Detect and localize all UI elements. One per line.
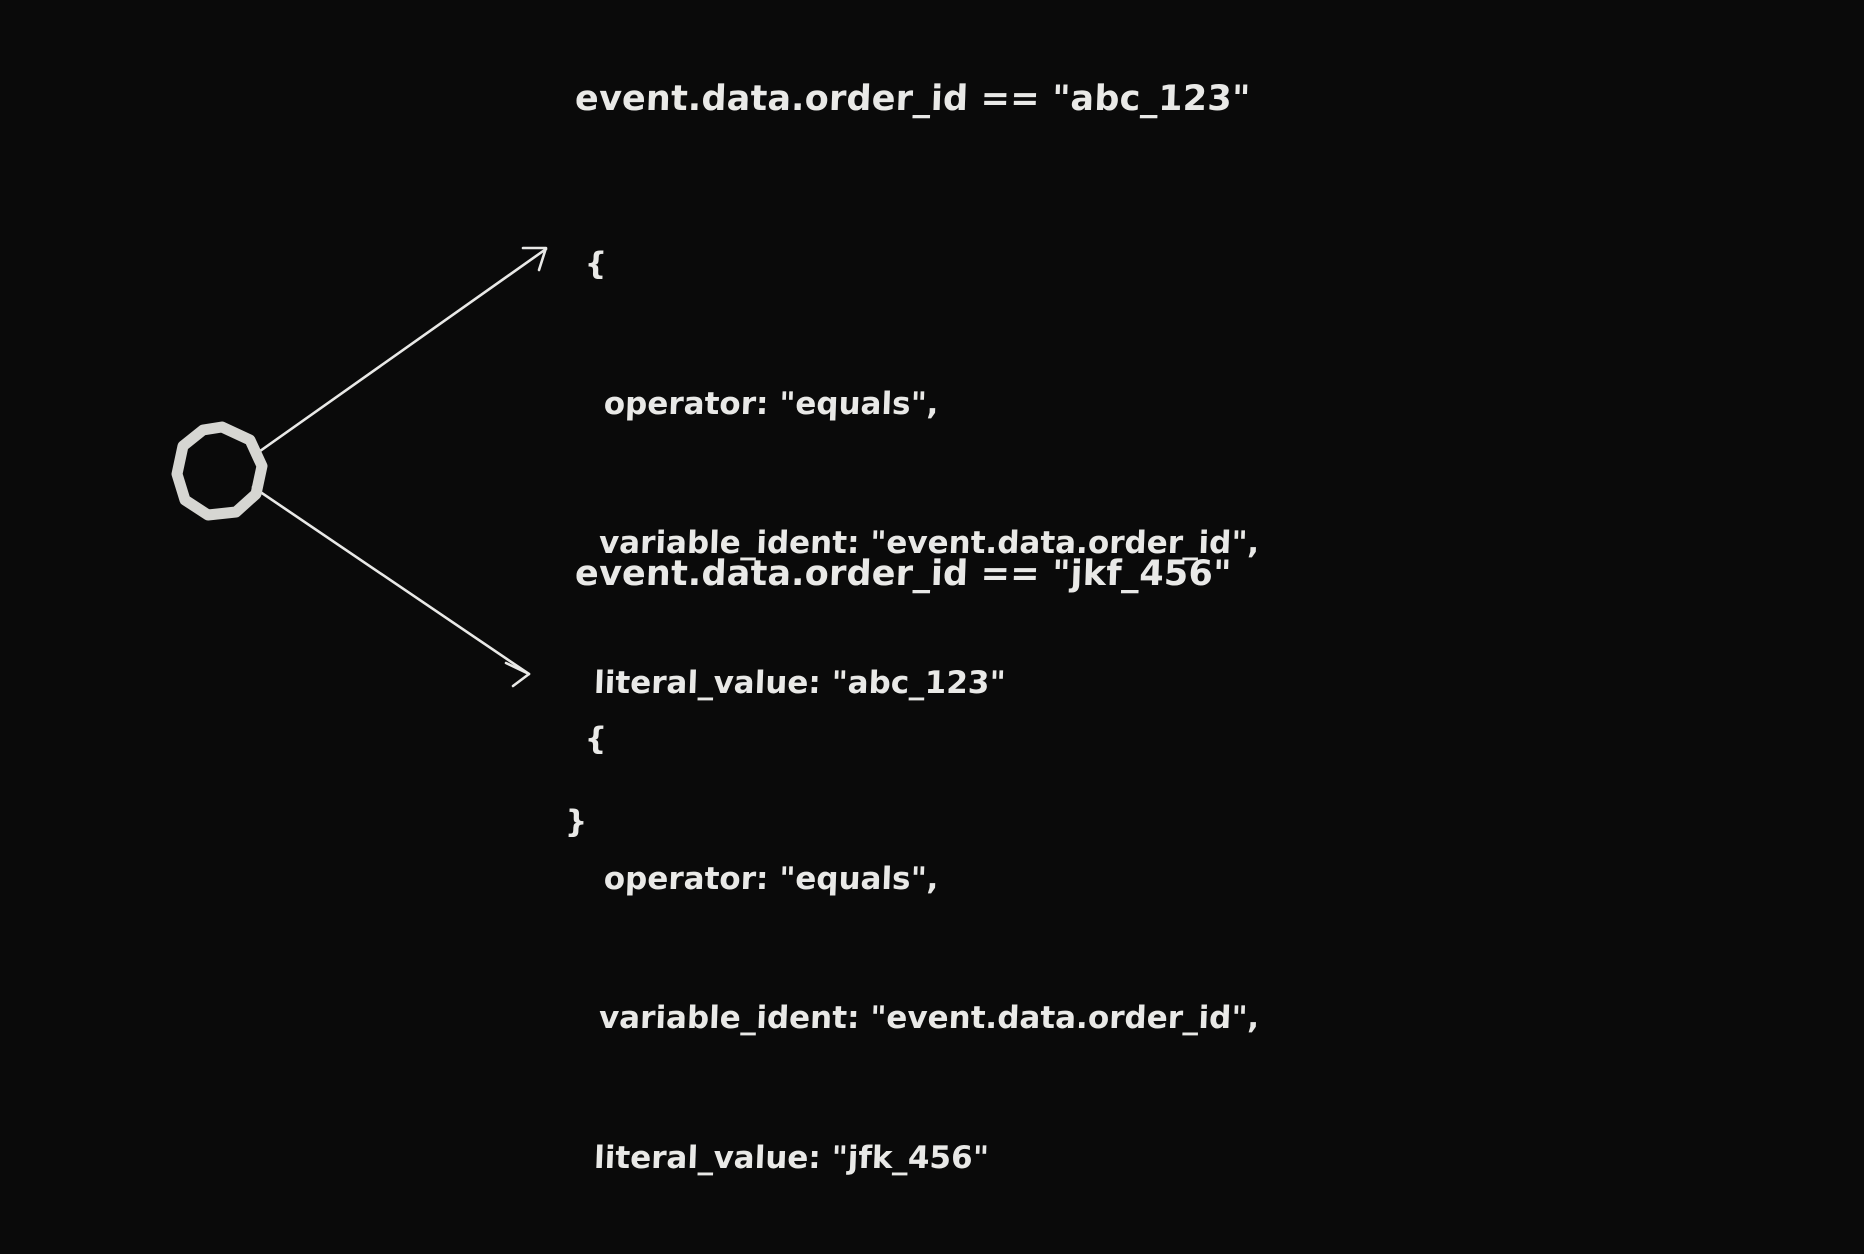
code-line-operator: operator: "equals", <box>603 385 940 422</box>
code-line-variable-ident: variable_ident: "event.data.order_id", <box>598 999 1260 1036</box>
code-line-open: { <box>584 245 608 282</box>
node-outline <box>171 421 268 521</box>
arrowhead-2-icon <box>504 661 531 688</box>
branch-2-code-block: { operator: "equals", variable_ident: "e… <box>561 623 1273 1254</box>
edge-to-branch-2[interactable] <box>251 485 531 688</box>
code-line-operator: operator: "equals", <box>603 860 940 897</box>
code-line-literal-value: literal_value: "jfk_456" <box>593 1139 990 1176</box>
edge-line-1 <box>251 247 548 458</box>
condition-root-node[interactable] <box>171 421 268 521</box>
branch-2-heading: event.data.order_id == "jkf_456" <box>574 554 1233 594</box>
arrowhead-1-icon <box>521 246 548 272</box>
edge-to-branch-1[interactable] <box>251 246 548 458</box>
branch-1-heading: event.data.order_id == "abc_123" <box>574 79 1252 119</box>
branch-2-group[interactable]: event.data.order_id == "jkf_456" { opera… <box>574 553 1260 1254</box>
code-line-open: { <box>584 720 608 757</box>
edge-line-2 <box>251 485 531 676</box>
